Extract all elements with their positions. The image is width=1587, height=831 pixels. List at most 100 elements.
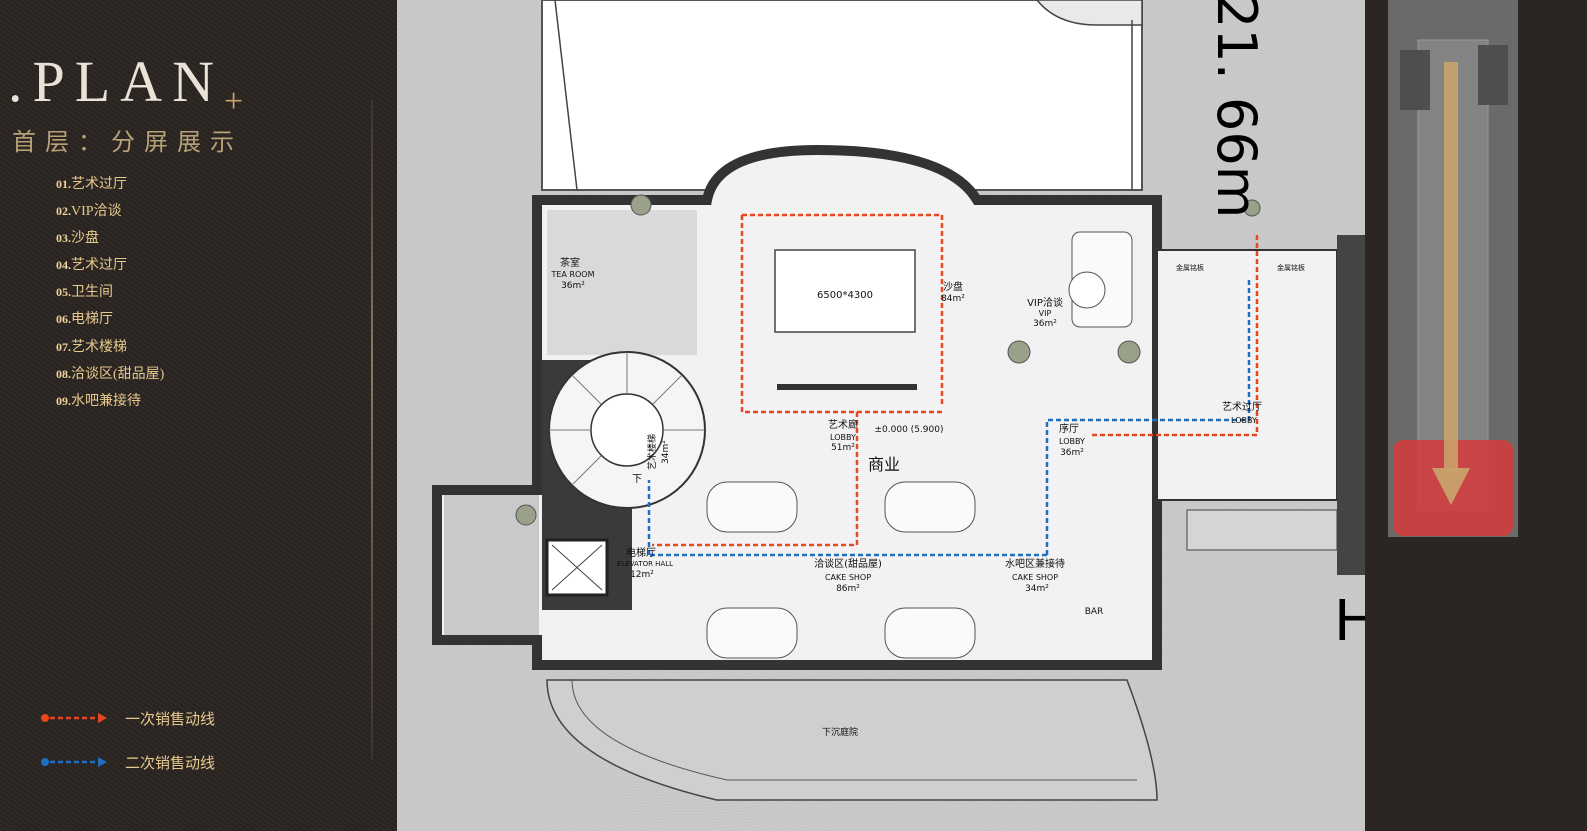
menu-item-elevator[interactable]: 06.电梯厅 (56, 309, 164, 336)
menu-item-label: 艺术过厅 (71, 258, 127, 274)
art-lobby-area: 51m² (831, 443, 855, 453)
menu-item-stair[interactable]: 07.艺术楼梯 (56, 337, 164, 364)
menu-item-number: 05. (56, 285, 71, 300)
menu-item-label: 艺术楼梯 (71, 339, 127, 355)
cake-shop-en: CAKE SHOP (825, 573, 871, 582)
menu-item-art-hall-1[interactable]: 01.艺术过厅 (56, 174, 164, 201)
north-courtyard (541, 0, 1143, 191)
north-building-curve (1036, 0, 1143, 26)
minimap-wing-left (1400, 50, 1430, 110)
menu-item-art-hall-2[interactable]: 04.艺术过厅 (56, 255, 164, 282)
cake-shop-label: 洽谈区(甜品屋) (814, 557, 882, 570)
primary-route-swatch (41, 713, 107, 723)
sofa-north-right (884, 481, 976, 533)
menu-item-label: 艺术过厅 (71, 177, 127, 192)
stair-treads (549, 352, 705, 486)
sandtable-area: 84m² (941, 294, 965, 304)
dimension-text: 21. 66m (1205, 0, 1268, 219)
tree-icon (630, 194, 652, 216)
sunken-courtyard-inner (571, 679, 1137, 781)
floor-plan-drawing: 6500*4300 茶室 TEA ROOM 36m² (432, 0, 1365, 801)
minimap-wing-right (1478, 45, 1508, 105)
menu-item-label: 沙盘 (71, 231, 99, 247)
hall-label: 序厅 (1059, 422, 1079, 435)
stair-label: 艺术楼梯 (646, 434, 658, 470)
menu-item-label: VIP洽谈 (71, 204, 122, 220)
menu-item-label: 卫生间 (71, 285, 113, 301)
tree-icon (1007, 340, 1031, 364)
tea-room-en: TEA ROOM (550, 270, 594, 279)
menu-item-number: 04. (56, 258, 71, 273)
tree-icon (515, 504, 537, 526)
plant-icons (515, 194, 1261, 526)
tea-room-area: 36m² (561, 281, 585, 291)
right-panel (1365, 0, 1587, 831)
hall-area: 36m² (1060, 448, 1084, 458)
menu-item-number: 09. (56, 393, 71, 408)
vip-en: VIP (1039, 309, 1052, 318)
room-menu: 01.艺术过厅 02.VIP洽谈 03.沙盘 04.艺术过厅 05.卫生间 06… (56, 174, 164, 418)
menu-item-cake-shop[interactable]: 08.洽谈区(甜品屋) (56, 364, 164, 391)
menu-item-number: 06. (56, 312, 71, 327)
minimap[interactable] (1388, 0, 1518, 537)
secondary-sales-route (647, 280, 1251, 557)
minimap-drawing (1388, 0, 1518, 537)
menu-item-restroom[interactable]: 05.卫生间 (56, 282, 164, 309)
menu-item-vip[interactable]: 02.VIP洽谈 (56, 201, 164, 228)
plan-title: .PLAN+ (8, 49, 243, 121)
menu-item-number: 02. (56, 204, 71, 219)
commerce-label: 商业 (868, 455, 900, 474)
menu-item-water-bar[interactable]: 09.水吧兼接待 (56, 391, 164, 418)
elevator-label: 电梯厅 (626, 546, 656, 559)
menu-item-number: 08. (56, 366, 71, 381)
tea-room-label: 茶室 (560, 256, 580, 269)
art-hall-en: LOBBY (1231, 416, 1257, 425)
nameplate-label-right: 金属铭板 (1277, 263, 1305, 272)
sunken-courtyard (546, 679, 1158, 801)
hall-en: LOBBY (1059, 437, 1085, 446)
waterbar-label: 水吧区兼接待 (1005, 557, 1065, 570)
menu-item-label: 电梯厅 (71, 312, 113, 328)
menu-item-sandtable[interactable]: 03.沙盘 (56, 228, 164, 255)
sofa-north-left (706, 481, 798, 533)
stair-down-label: 下 (632, 474, 642, 485)
sofa-south-left (706, 607, 798, 659)
minimap-arrow-shaft (1444, 62, 1458, 472)
grid-letter-h: H (1334, 589, 1365, 654)
tea-room-floor (547, 210, 697, 355)
sunken-court-label: 下沉庭院 (822, 726, 858, 738)
menu-item-number: 07. (56, 339, 71, 354)
nameplate-label-left: 金属铭板 (1176, 263, 1204, 272)
sofa-south-right (884, 607, 976, 659)
left-panel: .PLAN+ 首层：分屏展示 01.艺术过厅 02.VIP洽谈 03.沙盘 04… (0, 0, 397, 831)
east-facade (1337, 235, 1365, 575)
north-wall-left (554, 0, 578, 191)
minimap-arrow-head (1432, 468, 1470, 505)
elevator-area: 12m² (630, 570, 654, 580)
art-lobby-label: 艺术廊 (828, 418, 858, 431)
bar-label: BAR (1085, 607, 1104, 617)
menu-item-label: 洽谈区(甜品屋) (71, 366, 165, 382)
tree-icon (1117, 340, 1141, 364)
elevator-en: ELEVATOR HALL (617, 560, 673, 568)
art-hall-label: 艺术过厅 (1222, 400, 1262, 413)
floor-plan[interactable]: 6500*4300 茶室 TEA ROOM 36m² (397, 0, 1365, 831)
elevator-cross (551, 544, 603, 591)
waterbar-area: 34m² (1025, 584, 1049, 594)
sand-table-bench (777, 384, 917, 390)
sand-table-model (774, 249, 916, 333)
plan-title-text: .PLAN (8, 49, 224, 114)
panel-divider (371, 100, 373, 760)
vip-table (1068, 271, 1106, 309)
menu-item-number: 01. (56, 177, 71, 191)
vip-area: 36m² (1033, 319, 1057, 329)
legend-secondary-label: 二次销售动线 (125, 755, 216, 772)
primary-sales-route (652, 213, 1259, 547)
level-marker: ±0.000 (5.900) (875, 425, 944, 435)
vip-label: VIP洽谈 (1027, 296, 1063, 309)
art-lobby-en: LOBBY (830, 433, 856, 442)
plan-subtitle: 首层：分屏展示 (12, 130, 243, 156)
model-size-label: 6500*4300 (817, 290, 873, 301)
waterbar-en: CAKE SHOP (1012, 573, 1058, 582)
sandtable-label: 沙盘 (943, 280, 963, 293)
